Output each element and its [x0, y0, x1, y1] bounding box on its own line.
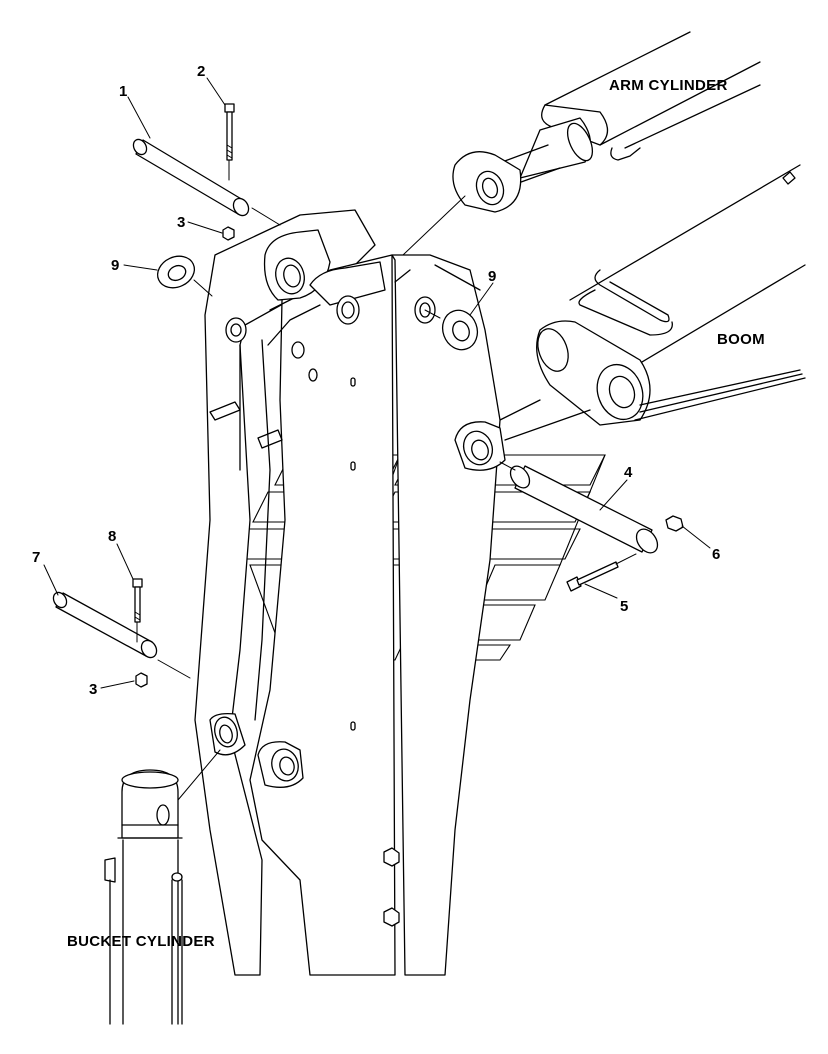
callout-2: 2	[197, 63, 205, 80]
label-arm-cylinder: ARM CYLINDER	[609, 77, 728, 94]
washer-9-left	[157, 255, 213, 297]
bucket-cylinder	[104, 749, 221, 1025]
arm-structure	[194, 195, 506, 976]
nut-3-upper	[222, 226, 235, 241]
callout-3-upper: 3	[177, 214, 185, 231]
callout-9-right: 9	[488, 268, 496, 285]
pin-1	[132, 138, 281, 226]
callout-8: 8	[108, 528, 116, 545]
callout-4: 4	[624, 464, 633, 481]
callout-3-lower: 3	[89, 681, 97, 698]
callout-5: 5	[620, 598, 628, 615]
label-bucket-cylinder: BUCKET CYLINDER	[67, 933, 215, 950]
bolt-8	[132, 578, 143, 643]
bolt-5	[566, 553, 637, 592]
washer-9-right	[424, 309, 479, 351]
bolt-2	[224, 103, 235, 181]
callout-7: 7	[32, 549, 40, 566]
callout-1: 1	[119, 83, 127, 100]
label-boom: BOOM	[717, 331, 765, 348]
pin-4	[499, 461, 659, 554]
boom	[499, 164, 806, 441]
arm-cylinder	[452, 31, 761, 213]
leader-lines	[43, 77, 711, 689]
nut-3-lower	[135, 672, 148, 688]
nut-6	[665, 515, 684, 532]
pin-7	[52, 591, 191, 679]
callout-9-left: 9	[111, 257, 119, 274]
callout-6: 6	[712, 546, 720, 563]
